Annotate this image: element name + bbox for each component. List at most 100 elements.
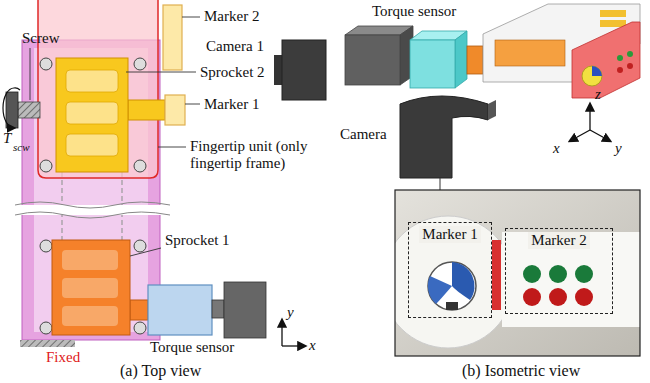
screw [18, 102, 40, 118]
iso-torque-sensor [410, 31, 467, 88]
marker-label: Marker 1 [419, 226, 480, 243]
shaft [212, 300, 224, 318]
axis-label: x [553, 140, 560, 157]
iso-torque-sensor [410, 40, 455, 88]
bearings [40, 160, 52, 172]
iso-fingertip-unit [572, 22, 640, 98]
leader-lines [185, 104, 200, 105]
photo-inset [446, 302, 458, 310]
iso-fingertip-unit [617, 67, 623, 73]
photo-inset [428, 276, 452, 304]
sprocket-1 [130, 300, 148, 320]
bearings [134, 160, 146, 172]
marker-region: Marker 1 [408, 222, 492, 318]
photo-inset [428, 262, 476, 310]
marker-2 [163, 5, 182, 70]
panel-caption: (b) Isometric view [462, 362, 580, 380]
photo-inset [575, 288, 593, 306]
photo-inset [523, 288, 593, 306]
iso-fingertip-unit [600, 10, 626, 17]
axes-top [281, 320, 282, 346]
torque-subscript: scw [13, 141, 30, 154]
bearings [40, 240, 52, 252]
axes-iso [570, 104, 610, 141]
sprocket-2 [56, 58, 165, 172]
iso-camera [400, 96, 488, 178]
axis-label: z [595, 86, 601, 103]
part-label: Marker 1 [204, 96, 259, 113]
marker-region: Marker 2 [505, 228, 613, 314]
iso-motor [345, 26, 413, 85]
bearings [40, 58, 146, 334]
photo-inset [502, 232, 640, 327]
marker-1 [165, 95, 185, 125]
axes-top [282, 345, 305, 346]
torque-sensor [148, 285, 212, 335]
iso-motor [345, 35, 400, 85]
photo-inset [395, 216, 514, 348]
bearings [40, 322, 52, 334]
photo-inset [523, 265, 541, 283]
iso-fingertip-unit [592, 66, 602, 76]
torque-symbol: T [3, 130, 11, 147]
axis-label: y [615, 140, 622, 157]
leader-lines [158, 147, 186, 148]
iso-camera [400, 96, 496, 178]
leader-lines [30, 48, 31, 100]
sprocket-1 [62, 250, 118, 270]
sprocket-2 [66, 70, 118, 92]
photo-inset [549, 265, 567, 283]
sprocket-1 [52, 240, 148, 335]
fingertip-frame [38, 0, 158, 178]
inset-leader [440, 178, 441, 190]
fixed-ground [20, 340, 75, 347]
bearings [134, 58, 146, 70]
axis-label: x [309, 337, 316, 354]
leader-lines [182, 17, 200, 18]
iso-fingertip-unit [617, 55, 623, 61]
iso-fingertip-unit [627, 63, 633, 69]
iso-fingertip-unit [495, 40, 565, 66]
camera-1 [274, 40, 326, 100]
sprocket-2 [56, 58, 128, 172]
sprocket-2 [66, 102, 118, 124]
sprocket-2 [66, 134, 118, 156]
part-label: Fingertip unit (only fingertip frame) [190, 138, 340, 172]
iso-fingertip-unit [483, 4, 640, 98]
photo-inset [395, 190, 640, 356]
part-label: Marker 2 [204, 8, 259, 25]
photo-inset [523, 265, 593, 283]
screw [3, 88, 40, 128]
part-label: Torque sensor [150, 339, 234, 356]
sprocket-1 [62, 278, 118, 298]
iso-torque-sensor [455, 31, 467, 88]
leader-lines [126, 72, 196, 73]
marker-label: Marker 2 [528, 232, 589, 249]
break-gap [0, 205, 175, 215]
photo-frame [395, 190, 640, 356]
iso-fingertip-unit [582, 66, 602, 86]
axes-iso [589, 104, 590, 130]
photo-inset [523, 288, 541, 306]
iso-camera [488, 100, 496, 120]
bearings [40, 58, 52, 70]
screw [3, 88, 14, 128]
axes-iso [590, 130, 610, 141]
axes-iso [570, 130, 590, 141]
iso-fingertip-unit [600, 20, 626, 27]
bearings [134, 240, 146, 252]
sprocket-1 [52, 240, 130, 335]
photo-inset [549, 288, 567, 306]
fixed-label: Fixed [46, 349, 80, 366]
bearings [134, 322, 146, 334]
part-label: Torque sensor [372, 3, 456, 20]
photo-inset [575, 265, 593, 283]
marker-2 [163, 5, 182, 70]
break-line [15, 202, 170, 218]
marker-1 [165, 95, 185, 125]
axes-top [282, 320, 305, 346]
screw [14, 88, 20, 90]
sprocket-1 [62, 306, 118, 326]
